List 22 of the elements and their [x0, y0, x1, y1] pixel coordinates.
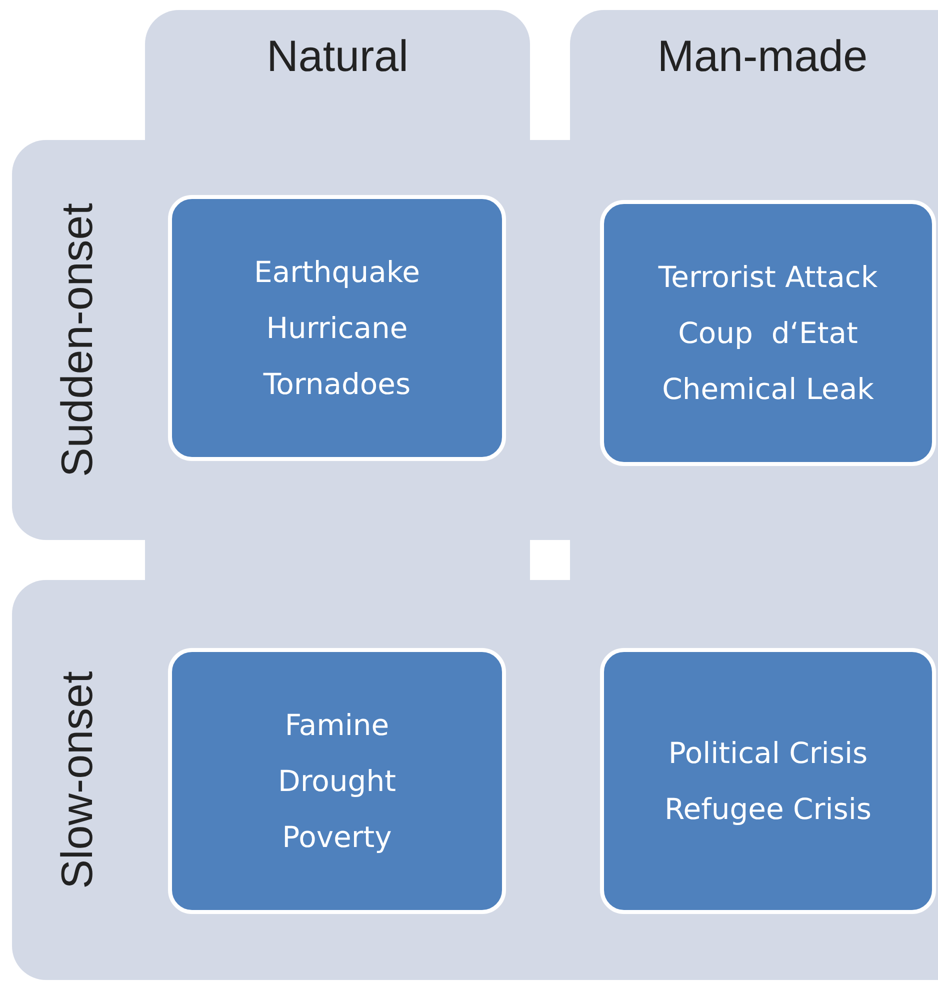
- category-box: [168, 648, 506, 914]
- category-box: [168, 195, 506, 461]
- hazard-label: Coup d‘Etat: [678, 315, 858, 352]
- hazard-label: Terrorist Attack: [658, 259, 878, 296]
- hazard-label: Earthquake: [254, 254, 420, 291]
- hazard-label: Political Crisis: [668, 735, 868, 772]
- column-heading: Natural: [266, 32, 410, 82]
- hazard-label: Famine: [284, 707, 390, 744]
- hazard-label: Chemical Leak: [662, 371, 874, 408]
- row-heading: Sudden-onset: [53, 203, 103, 477]
- category-box: [600, 200, 936, 466]
- category-box: [600, 648, 936, 914]
- hazard-label: Poverty: [282, 819, 392, 856]
- row-heading: Slow-onset: [52, 671, 103, 889]
- hazard-label: Hurricane: [266, 310, 408, 347]
- hazard-label: Refugee Crisis: [664, 791, 872, 828]
- column-header-band: [570, 10, 938, 140]
- column-heading: Man-made: [656, 32, 869, 82]
- row-header-band: [12, 580, 938, 980]
- hazard-label: Drought: [278, 763, 396, 800]
- hazard-label: Tornadoes: [263, 366, 411, 403]
- column-header-band: [145, 10, 530, 140]
